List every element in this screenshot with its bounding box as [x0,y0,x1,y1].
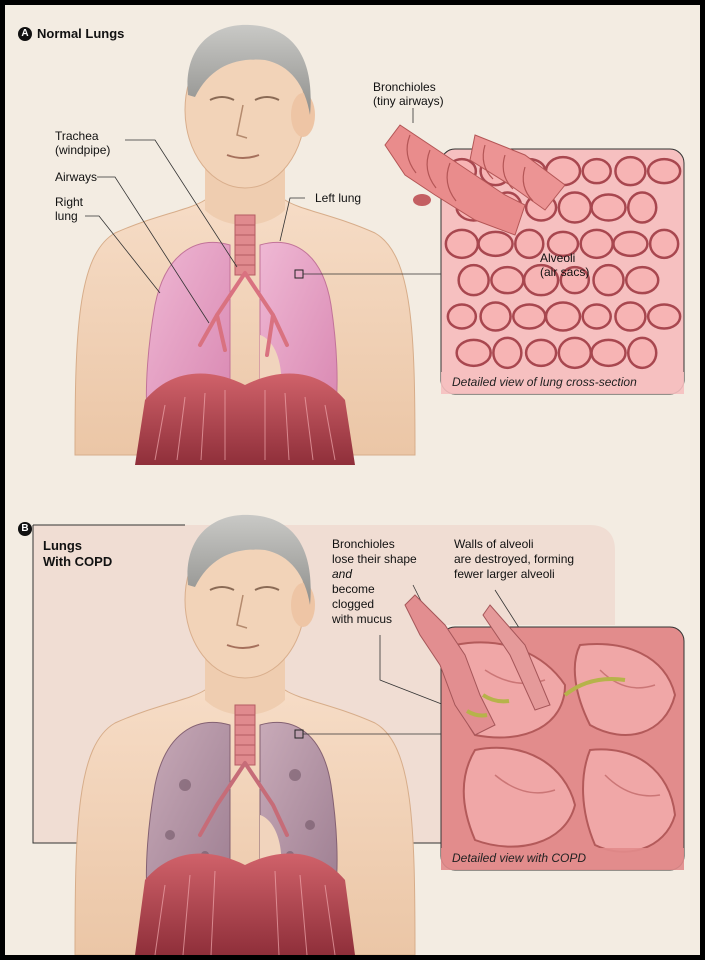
illustration-frame: A B Normal Lungs Trachea (windpipe) Airw… [5,5,700,955]
alveolus [444,228,480,260]
panel-a-badge: A [18,27,32,41]
panel-a-detail-view [384,124,685,395]
alveolus [626,191,658,224]
panel-a-leader-lines [85,108,546,324]
bronchioles-copd-line-4: become [332,582,375,596]
alveolus [524,338,558,368]
panel-a-figure [74,24,416,465]
alveolus [624,265,660,295]
alveolus [455,338,492,368]
alveolus [557,191,593,224]
alveolus [514,228,545,260]
label-airways: Airways [55,170,98,184]
bronchioles-copd-line-6: with mucus [332,612,393,626]
alveolus [544,301,582,332]
panel-b-figure [74,514,416,955]
panel-a-diaphragm [135,373,355,465]
bronchioles-copd-line-3: and [332,567,353,581]
alveolus [646,157,682,185]
alveolus [592,263,625,297]
alveolus [492,336,523,370]
alveolus [626,336,658,370]
label-bronchioles-sub: (tiny airways) [373,94,444,108]
alveolus [446,303,478,330]
panel-a-hair [187,24,311,115]
walls-line-2: are destroyed, forming [454,552,575,566]
label-alveoli-sub: (air sacs) [540,265,590,279]
alveolus [557,336,593,370]
panel-b-badge: B [18,522,32,536]
panel-b-title-1: Lungs [43,538,82,553]
alveolus [579,228,614,260]
panel-a-title: Normal Lungs [37,26,125,41]
panel-b-detail-view [404,594,685,871]
walls-line-3: fewer larger alveoli [454,567,555,581]
panel-a-bronchiole-tube [384,124,566,236]
panel-a-ear [291,93,315,137]
alveolus [457,263,490,297]
label-right-lung-1: Right [55,195,84,209]
illustration-svg [32,24,685,955]
alveolus [590,193,627,222]
alveolus [590,338,627,368]
alveolus [581,157,612,185]
bronchioles-copd-line-1: Bronchioles [332,537,395,551]
alveolus [477,230,514,258]
label-alveoli: Alveoli [540,251,576,265]
alveolus [546,230,580,258]
label-bronchioles: Bronchioles [373,80,436,94]
alveolus [490,265,525,295]
label-trachea-sub: (windpipe) [55,143,111,157]
alveolus [648,228,680,260]
alveolus [614,155,647,187]
alveolus [522,263,560,297]
alveolus [646,303,682,330]
alveolus [479,301,512,332]
panel-b-caption: Detailed view with COPD [452,851,587,865]
alveolus [612,230,649,258]
panel-a-caption: Detailed view of lung cross-section [452,375,637,389]
alveolus [614,301,647,332]
label-trachea: Trachea [55,129,99,143]
bronchioles-copd-line-2: lose their shape [332,552,417,566]
alveolus [512,303,547,330]
alveolus [581,303,612,330]
walls-line-1: Walls of alveoli [454,537,534,551]
alveolus [559,265,591,295]
label-left-lung: Left lung [315,191,362,205]
bronchioles-copd-line-5: clogged [332,597,375,611]
label-right-lung-2: lung [55,209,78,223]
panel-b-title-2: With COPD [43,554,113,569]
